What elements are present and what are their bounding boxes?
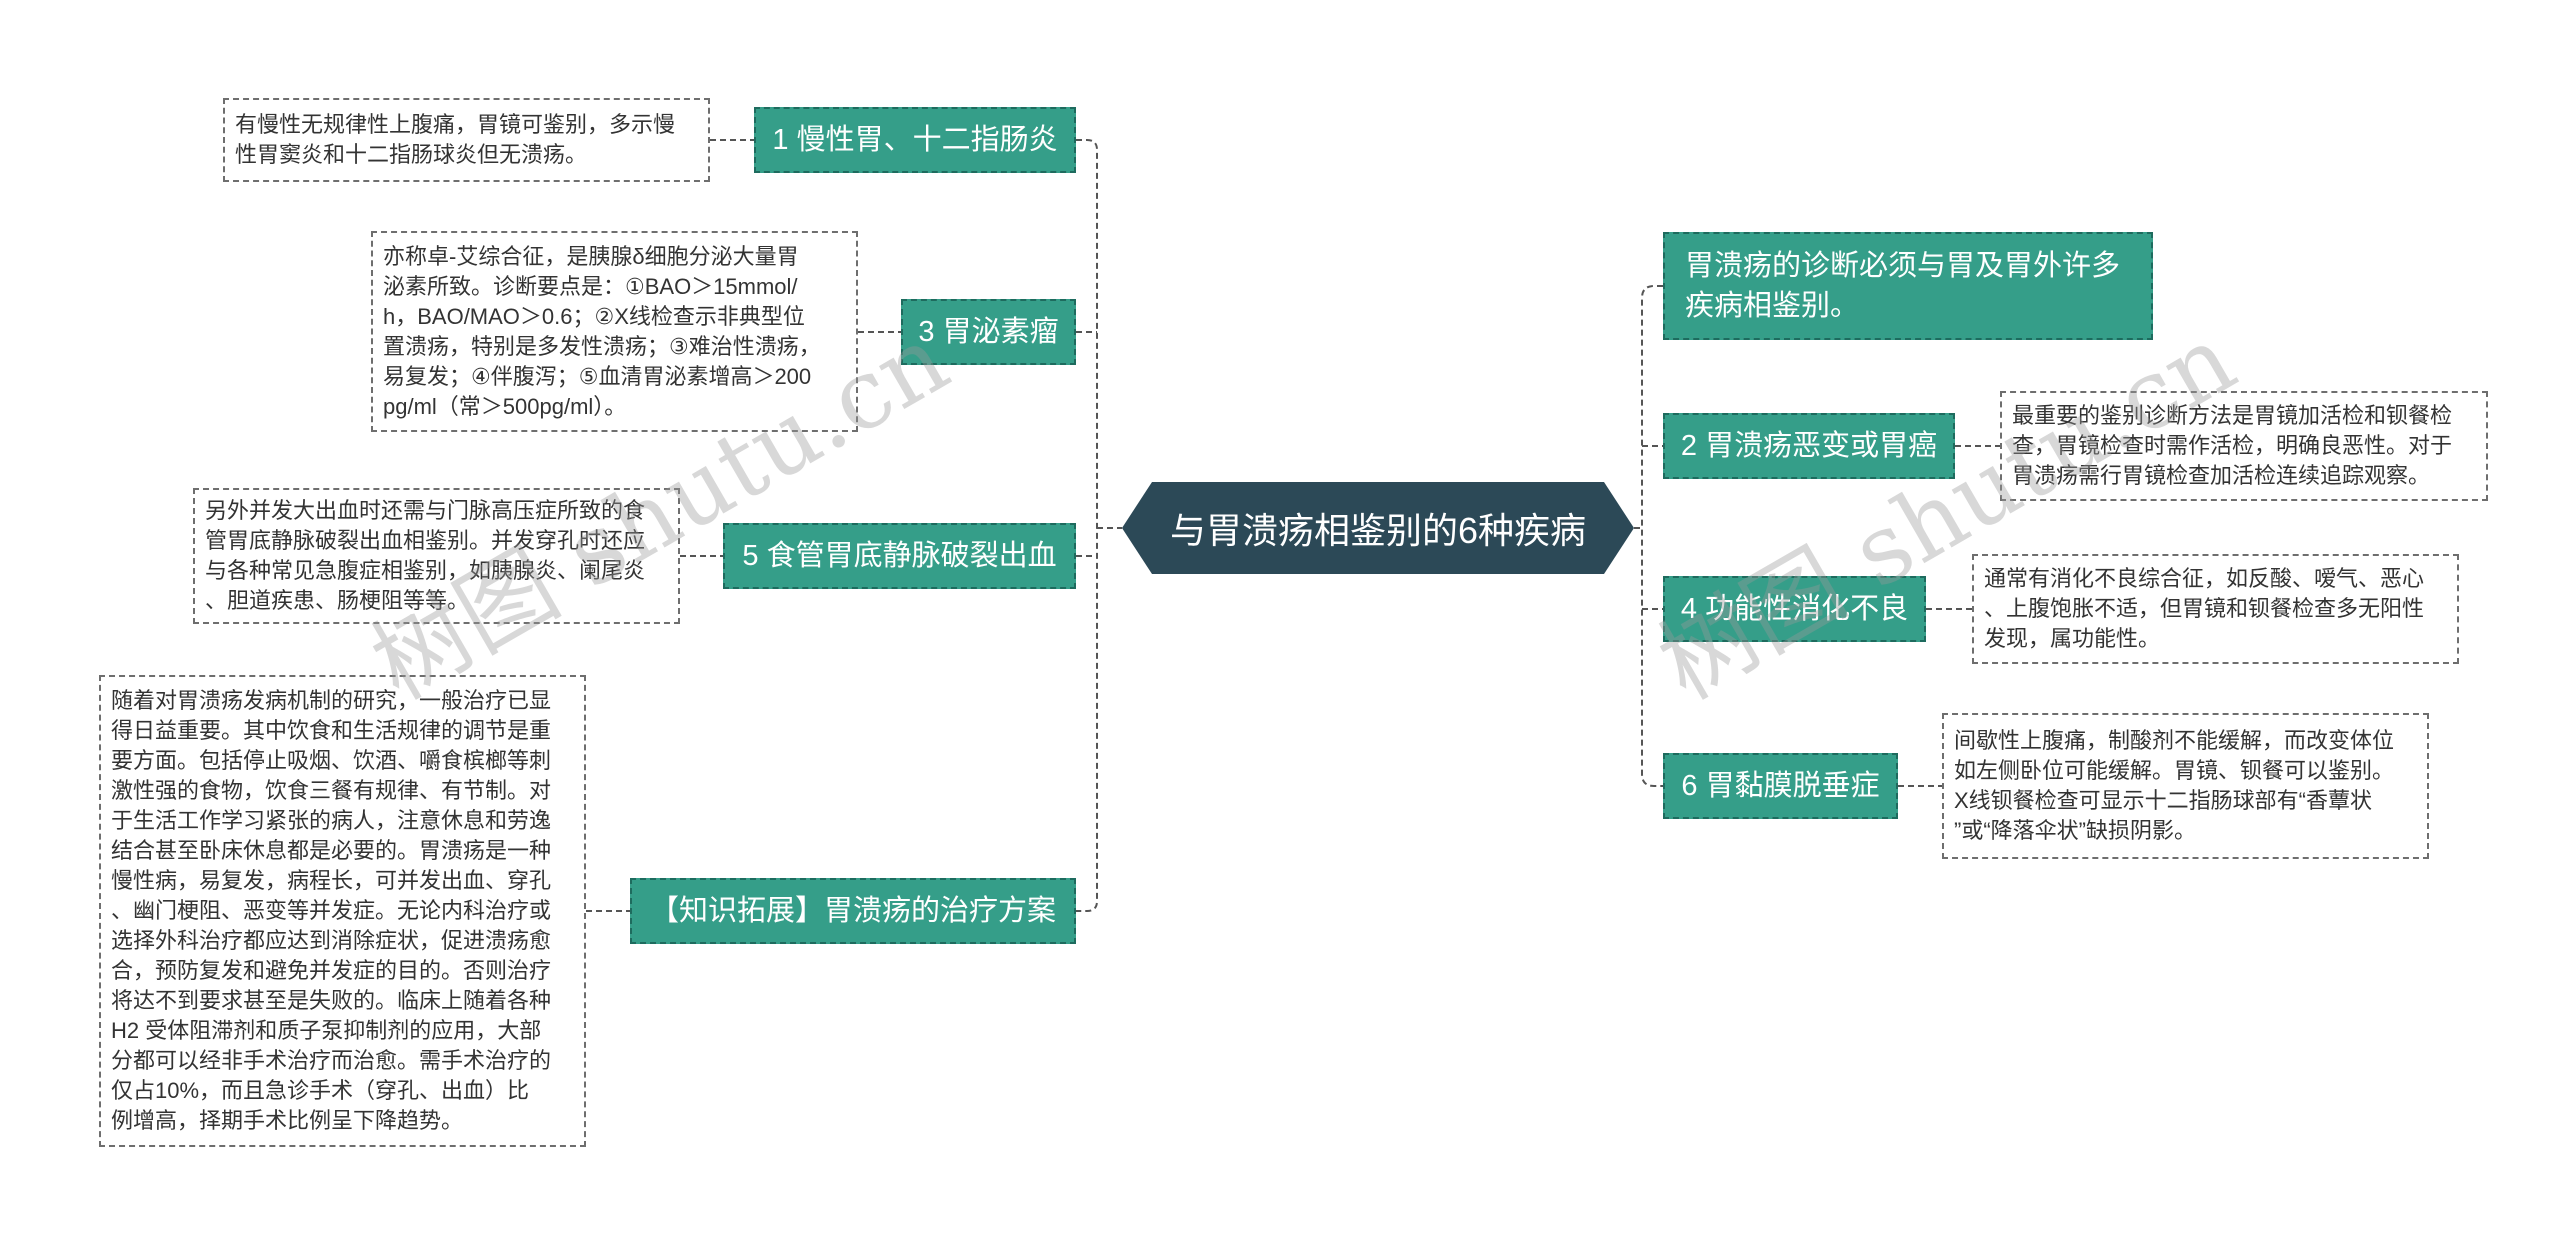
branch-mucosal-prolapse[interactable]: 6 胃黏膜脱垂症 bbox=[1663, 753, 1898, 819]
note-mucosal-prolapse[interactable]: 间歇性上腹痛，制酸剂不能缓解，而改变体位 如左侧卧位可能缓解。胃镜、钡餐可以鉴别… bbox=[1942, 713, 2429, 859]
note-gastrinoma[interactable]: 亦称卓-艾综合征，是胰腺δ细胞分泌大量胃 泌素所致。诊断要点是：①BAO＞15m… bbox=[371, 231, 858, 432]
note-functional-dyspepsia[interactable]: 通常有消化不良综合征，如反酸、嗳气、恶心 、上腹饱胀不适，但胃镜和钡餐检查多无阳… bbox=[1972, 554, 2459, 664]
branch-gastrinoma[interactable]: 3 胃泌素瘤 bbox=[901, 299, 1076, 365]
right-spine-line bbox=[1641, 285, 1663, 787]
branch-malignant-ulcer[interactable]: 2 胃溃疡恶变或胃癌 bbox=[1663, 413, 1955, 479]
note-malignant-ulcer[interactable]: 最重要的鉴别诊断方法是胃镜加活检和钡餐检 查，胃镜检查时需作活检，明确良恶性。对… bbox=[2000, 391, 2488, 501]
branch-functional-dyspepsia[interactable]: 4 功能性消化不良 bbox=[1663, 576, 1926, 642]
branch-differential-intro[interactable]: 胃溃疡的诊断必须与胃及胃外许多 疾病相鉴别。 bbox=[1663, 232, 2153, 340]
central-topic[interactable]: 与胃溃疡相鉴别的6种疾病 bbox=[1122, 482, 1634, 574]
left-spine-line bbox=[1076, 139, 1098, 912]
branch-treatment-extension[interactable]: 【知识拓展】胃溃疡的治疗方案 bbox=[630, 878, 1076, 944]
branch-chronic-gastritis[interactable]: 1 慢性胃、十二指肠炎 bbox=[754, 107, 1076, 173]
branch-variceal-bleeding[interactable]: 5 食管胃底静脉破裂出血 bbox=[723, 523, 1076, 589]
note-treatment-extension[interactable]: 随着对胃溃疡发病机制的研究，一般治疗已显 得日益重要。其中饮食和生活规律的调节是… bbox=[99, 675, 586, 1147]
note-variceal-bleeding[interactable]: 另外并发大出血时还需与门脉高压症所致的食 管胃底静脉破裂出血相鉴别。并发穿孔时还… bbox=[193, 488, 680, 624]
note-chronic-gastritis[interactable]: 有慢性无规律性上腹痛，胃镜可鉴别，多示慢 性胃窦炎和十二指肠球炎但无溃疡。 bbox=[223, 98, 710, 182]
